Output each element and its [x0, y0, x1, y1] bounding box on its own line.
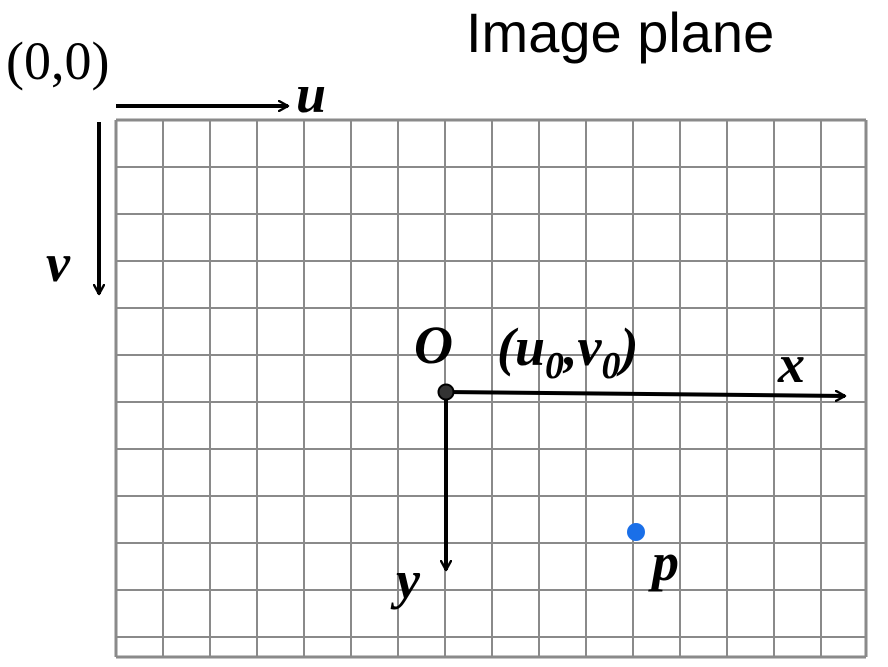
pp-close-paren: ): [616, 317, 639, 377]
optical-center-point: [437, 383, 455, 401]
x-axis-arrow: [445, 392, 845, 396]
pp-u-subscript: 0: [545, 345, 564, 387]
point-p-label: p: [648, 532, 679, 592]
diagram-title: Image plane: [466, 1, 774, 64]
pp-v: v: [578, 317, 603, 377]
u-axis-label: u: [296, 64, 326, 124]
center-O-label: O: [414, 315, 453, 375]
pp-u: u: [515, 317, 545, 377]
origin-label: (0,0): [6, 31, 109, 91]
pp-open-paren: (: [497, 317, 519, 377]
principal-point-label: (u0,v0): [497, 317, 638, 387]
x-axis-label: x: [777, 334, 805, 394]
point-p-marker: [627, 523, 645, 541]
pixel-grid: [114, 118, 868, 659]
pp-comma: ,: [562, 317, 578, 377]
pp-v-subscript: 0: [602, 345, 621, 387]
v-axis-label: v: [46, 233, 71, 293]
y-axis-label: y: [390, 550, 421, 610]
